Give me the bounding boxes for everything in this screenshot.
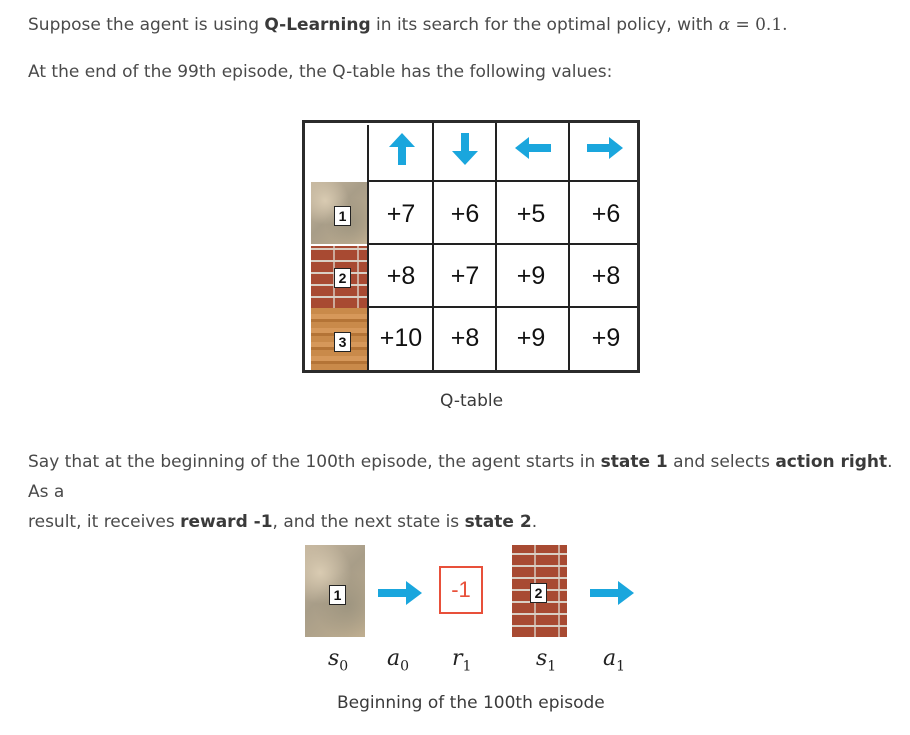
r1-sub: 1: [463, 658, 472, 674]
intro-text-1: Suppose the agent is using: [28, 15, 264, 35]
reward-term: reward -1: [180, 512, 272, 532]
left-arrow-icon: [513, 135, 553, 161]
episode-text-5: , and the next state is: [273, 512, 465, 532]
label-a0: a0: [387, 646, 409, 674]
q-value: +8: [368, 261, 434, 291]
state-label-1: 1: [334, 206, 351, 226]
episode-text-4: result, it receives: [28, 512, 180, 532]
row-divider-1: [367, 243, 637, 245]
q-value: +8: [573, 261, 639, 291]
s0-state-label: 1: [329, 585, 346, 605]
row-divider-2: [367, 306, 637, 308]
q-value: +7: [432, 261, 498, 291]
s1-sub: 1: [547, 658, 556, 674]
a1-sub: 1: [616, 658, 625, 674]
state-label-3: 3: [334, 332, 351, 352]
s0-base: s: [328, 646, 339, 671]
s0-sub: 0: [339, 658, 348, 674]
qtable-caption: Q-table: [440, 391, 503, 411]
right-arrow-icon: [585, 135, 625, 161]
state-tile-1: 1: [311, 182, 367, 244]
q-table: 1 2 3 +7 +6 +5 +6 +8 +7 +9 +8 +10 +8 +9 …: [302, 120, 640, 373]
right-arrow-icon: [376, 579, 424, 607]
r1-base: r: [452, 646, 463, 671]
state-tile-2: 2: [311, 246, 367, 308]
q-value: +10: [368, 323, 434, 353]
qtable-intro-paragraph: At the end of the 99th episode, the Q-ta…: [28, 57, 612, 87]
state-tile-3: 3: [311, 308, 367, 370]
q-value: +9: [498, 261, 564, 291]
episode-text-1: Say that at the beginning of the 100th e…: [28, 452, 601, 472]
up-arrow-icon: [387, 131, 417, 167]
q-value: +9: [498, 323, 564, 353]
intro-text-2: in its search for the optimal policy, wi…: [371, 15, 719, 35]
state2-term: state 2: [465, 512, 532, 532]
episode-paragraph: Say that at the beginning of the 100th e…: [28, 447, 898, 537]
col-divider-3: [568, 123, 570, 370]
a0-sub: 0: [400, 658, 409, 674]
right-arrow-icon: [588, 579, 636, 607]
s1-state-label: 2: [530, 583, 547, 603]
q-value: +6: [432, 199, 498, 229]
intro-paragraph: Suppose the agent is using Q-Learning in…: [28, 10, 788, 40]
alpha-symbol: α: [719, 15, 730, 35]
down-arrow-icon: [450, 131, 480, 167]
label-r1: r1: [452, 646, 471, 674]
q-value: +8: [432, 323, 498, 353]
label-s0: s0: [328, 646, 348, 674]
q-value: +7: [368, 199, 434, 229]
q-value: +6: [573, 199, 639, 229]
reward-box: -1: [439, 566, 483, 614]
q-learning-term: Q-Learning: [264, 15, 370, 35]
label-a1: a1: [603, 646, 625, 674]
s0-state-tile: 1: [305, 545, 365, 637]
alpha-value: = 0.1.: [730, 15, 788, 35]
s1-base: s: [536, 646, 547, 671]
episode-text-2: and selects: [668, 452, 776, 472]
a0-base: a: [387, 646, 400, 671]
a1-base: a: [603, 646, 616, 671]
q-value: +5: [498, 199, 564, 229]
episode-text-6: .: [532, 512, 537, 532]
s1-state-tile: 2: [512, 545, 567, 637]
header-divider: [367, 180, 637, 182]
q-value: +9: [573, 323, 639, 353]
action-term: action right: [775, 452, 887, 472]
state1-term: state 1: [601, 452, 668, 472]
state-label-2: 2: [334, 268, 351, 288]
episode-caption: Beginning of the 100th episode: [337, 693, 605, 713]
label-s1: s1: [536, 646, 556, 674]
